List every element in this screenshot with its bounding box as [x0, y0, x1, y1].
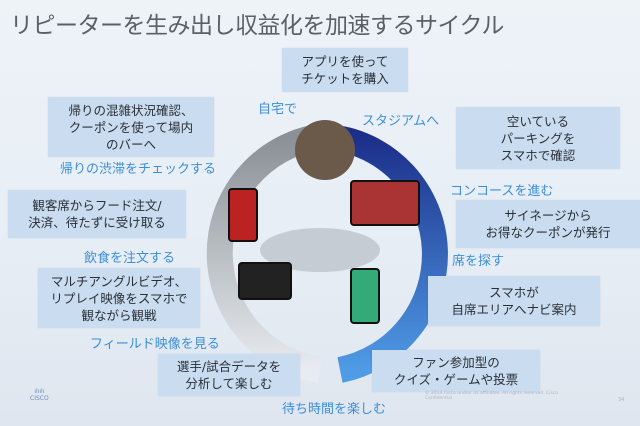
stage-field: フィールド映像を見る [90, 337, 220, 352]
callout-line: チケットを購入 [301, 71, 389, 86]
callout-food: 観客席からフード注文/決済、待たずに受け取る [8, 190, 186, 238]
copyright-footer: © 2014 Cisco and/or its affiliates. All … [425, 391, 559, 401]
callout-line: 観ながら観戦 [81, 307, 157, 323]
cycle-arc-gray [206, 124, 323, 383]
phone-food-image [228, 188, 258, 242]
callout-line: 自席エリアへナビ案内 [451, 302, 577, 317]
callout-signage: サイネージからお得なクーポンが発行 [456, 200, 640, 248]
callout-line: リプレイ映像をスマホで [50, 290, 188, 306]
callout-line: 帰りの混雑状況確認、 [68, 102, 194, 118]
callout-line: 空いている [506, 113, 570, 129]
stage-order: 飲食を注文する [84, 251, 176, 266]
callout-line: 決済、待たずに受け取る [28, 215, 166, 230]
callout-video: マルチアングルビデオ、リプレイ映像をスマホで観ながら観戦 [38, 268, 200, 328]
stage-concourse: コンコースを進む [450, 184, 554, 199]
callout-line: サイネージから [504, 208, 592, 223]
stadium-image [260, 228, 380, 272]
cisco-logo-text: CISCO [30, 395, 49, 402]
home-tv-photo [295, 120, 355, 180]
callout-line: クーポンを使って場内 [68, 119, 194, 135]
callout-line: 分析して楽しむ [185, 376, 273, 391]
callout-line: クイズ・ゲームや投票 [393, 372, 519, 387]
multiangle-video-image [238, 262, 292, 300]
callout-line: 選手/試合データを [176, 359, 282, 374]
stage-to-stadium: スタジアムへ [362, 114, 440, 129]
callout-line: ファン参加型の [412, 355, 500, 370]
callout-line: マルチアングルビデオ、 [50, 273, 188, 289]
page-number: 34 [618, 397, 625, 403]
callout-data: 選手/試合データを分析して楽しむ [158, 354, 300, 396]
callout-line: お得なクーポンが発行 [485, 225, 611, 240]
callout-line: パーキングを [500, 130, 576, 146]
stage-home: 自宅で [258, 102, 298, 117]
callout-line: スマホで確認 [500, 147, 576, 163]
slide-title: リピーターを生み出し収益化を加速するサイクル [10, 13, 504, 39]
callout-navi: スマホが自席エリアへナビ案内 [428, 276, 600, 326]
stage-wait: 待ち時間を楽しむ [282, 402, 387, 417]
stage-traffic: 帰りの渋滞をチェックする [60, 162, 217, 177]
callout-parking: 空いているパーキングをスマホで確認 [456, 107, 620, 169]
stage-seat: 席を探す [452, 254, 505, 269]
signage-tablet-image [350, 180, 420, 226]
callout-ticket: アプリを使ってチケットを購入 [282, 48, 408, 92]
callout-line: アプリを使って [301, 54, 389, 69]
callout-return: 帰りの混雑状況確認、クーポンを使って場内のバーへ [48, 97, 214, 157]
callout-line: のバーへ [105, 136, 156, 152]
callout-fan: ファン参加型のクイズ・ゲームや投票 [372, 350, 540, 392]
phone-navi-image [350, 268, 380, 324]
cisco-logo-bars-icon: ılıılı [34, 388, 45, 395]
callout-line: 観客席からフード注文/ [32, 198, 162, 213]
callout-line: スマホが [489, 285, 539, 300]
